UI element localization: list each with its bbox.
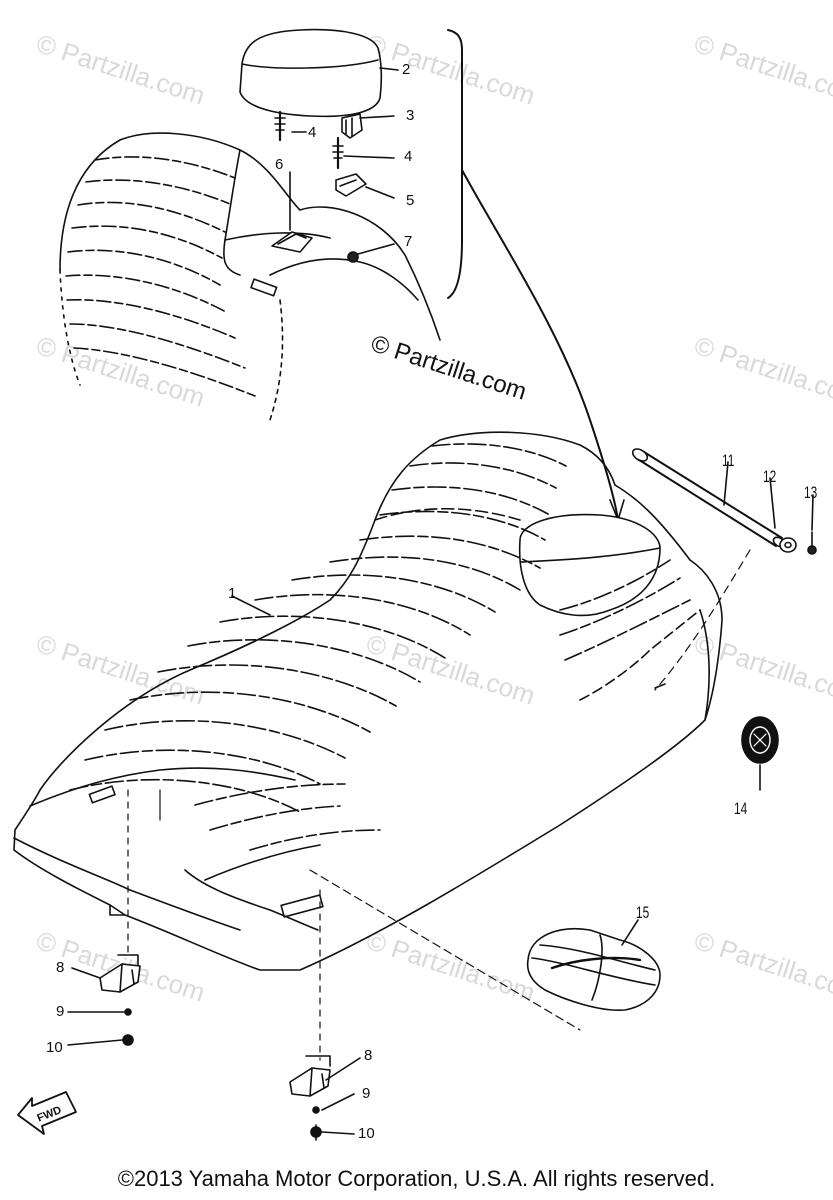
callout-8a: 8 xyxy=(56,959,65,976)
callout-1: 1 xyxy=(228,585,237,602)
callout-7: 7 xyxy=(404,233,413,250)
forward-arrow-icon: FWD xyxy=(17,1091,77,1135)
callout-9b: 9 xyxy=(362,1085,371,1102)
seat-hook-right xyxy=(289,1067,331,1097)
callout-9a: 9 xyxy=(56,1003,65,1020)
callout-5: 5 xyxy=(406,192,415,209)
copyright-notice: ©2013 Yamaha Motor Corporation, U.S.A. A… xyxy=(117,1166,716,1191)
callout-12: 12 xyxy=(763,467,777,486)
callout-15: 15 xyxy=(636,903,650,922)
callout-10b: 10 xyxy=(358,1125,375,1142)
callout-2: 2 xyxy=(402,61,411,78)
callout-6: 6 xyxy=(275,156,284,173)
callout-3: 3 xyxy=(406,107,415,124)
tool-bag xyxy=(526,928,661,1011)
seat-tail-detail xyxy=(59,132,441,421)
main-seat xyxy=(13,431,723,971)
callout-14: 14 xyxy=(734,799,748,818)
backrest-pad xyxy=(239,28,383,118)
seat-hinge-rod xyxy=(631,448,786,548)
callout-4a: 4 xyxy=(308,124,317,141)
callout-10a: 10 xyxy=(46,1039,63,1056)
callout-13: 13 xyxy=(804,483,818,502)
callout-4b: 4 xyxy=(404,148,413,165)
callout-11: 11 xyxy=(722,451,735,470)
seat-hook-left xyxy=(99,963,141,993)
callout-8b: 8 xyxy=(364,1047,373,1064)
